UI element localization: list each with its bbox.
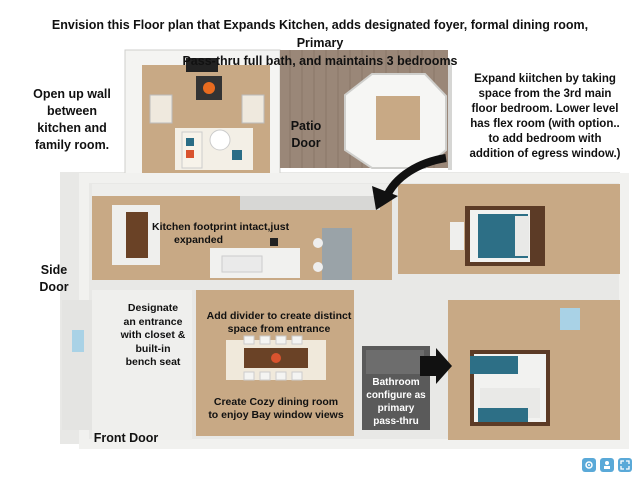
view-icon[interactable] xyxy=(582,458,596,472)
expand-icon[interactable] xyxy=(618,458,632,472)
foyer xyxy=(62,290,192,440)
note-bathroom: Bathroom configure as primary pass-thru xyxy=(366,377,426,427)
note-expand-kitchen: Expand kiitchen by taking space from the… xyxy=(469,73,621,160)
note-open-wall: Open up wall between kitchen and family … xyxy=(33,87,111,152)
kitchen xyxy=(92,184,392,280)
note-front-door: Front Door xyxy=(93,431,159,445)
curved-arrow xyxy=(382,154,447,200)
person-icon[interactable] xyxy=(600,458,614,472)
page-title: Envision this Floor plan that Expands Ki… xyxy=(51,18,589,68)
dining-room xyxy=(196,290,354,436)
note-dining: Create Cozy dining room to enjoy Bay win… xyxy=(208,396,344,421)
primary-bedroom xyxy=(448,300,620,440)
note-entrance: Designate an entrance with closet & buil… xyxy=(120,302,186,368)
note-kitchen-footprint: Kitchen footprint intact,just expanded xyxy=(152,221,290,246)
note-divider: Add divider to create distinct space fro… xyxy=(206,310,352,335)
bay-window-room xyxy=(344,73,447,169)
note-patio-door: Patio Door xyxy=(290,119,322,150)
corner-toolbar xyxy=(582,458,632,472)
family-room xyxy=(124,49,281,179)
bedroom-3 xyxy=(398,184,620,274)
bathroom xyxy=(362,346,430,430)
note-side-door: Side Door xyxy=(39,263,69,294)
right-arrow xyxy=(420,348,452,384)
arrow-head xyxy=(372,186,398,210)
